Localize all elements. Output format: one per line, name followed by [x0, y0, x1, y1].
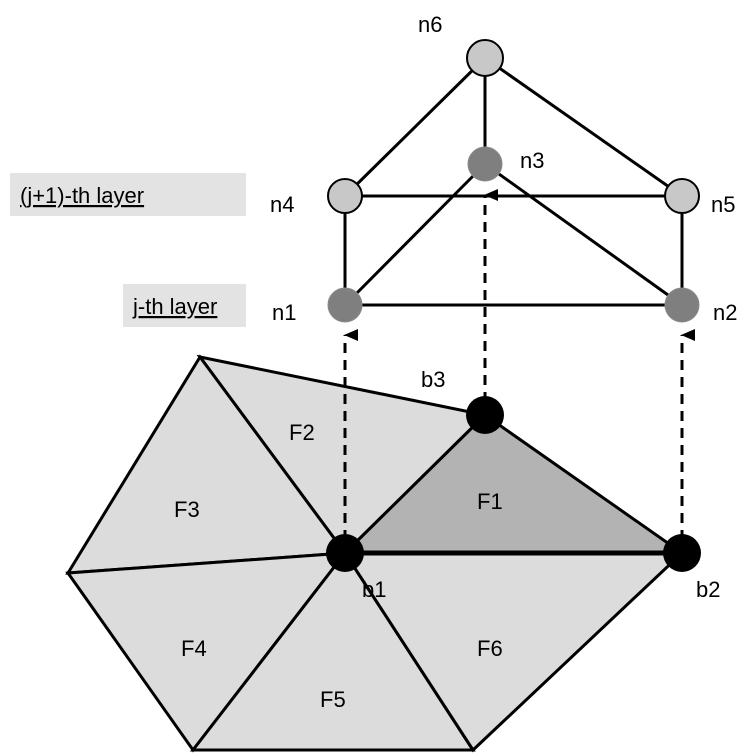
- label-f6: F6: [477, 636, 503, 661]
- face-labels: F1 F2 F3 F4 F5 F6: [174, 420, 503, 712]
- node-b3: [466, 396, 504, 434]
- node-b2: [663, 534, 701, 572]
- label-n6: n6: [418, 12, 442, 37]
- layer-labels: (j+1)-th layer j-th layer: [10, 173, 246, 327]
- label-n4: n4: [270, 192, 294, 217]
- edge-n2-n3: [484, 162, 683, 307]
- label-n1: n1: [272, 300, 296, 325]
- node-n3: [467, 146, 503, 182]
- label-n2: n2: [713, 300, 737, 325]
- edge-n4-n6: [343, 56, 487, 198]
- node-n5: [664, 178, 700, 214]
- label-f4: F4: [181, 636, 207, 661]
- label-n3: n3: [520, 148, 544, 173]
- label-b3: b3: [421, 367, 445, 392]
- label-f1: F1: [477, 489, 503, 514]
- node-labels: n6 n3 n4 n5 n1 n2 b3 b1 b2: [270, 12, 737, 602]
- lower-layer-label: j-th layer: [132, 294, 217, 319]
- node-n2: [664, 287, 700, 323]
- edge-n1-n3: [343, 162, 487, 307]
- edge-n5-n6: [484, 56, 683, 198]
- node-n6: [466, 39, 504, 77]
- base-nodes: [326, 396, 701, 572]
- projection-arrows: [343, 189, 695, 540]
- label-f2: F2: [289, 420, 315, 445]
- upper-layer-label: (j+1)-th layer: [20, 183, 144, 208]
- lower-layer-label-box: [123, 284, 246, 327]
- prism-edges: [343, 56, 684, 307]
- node-n4: [327, 178, 363, 214]
- upper-layer-label-box: [10, 173, 246, 216]
- triangle-mesh: [65, 354, 687, 753]
- label-f5: F5: [320, 687, 346, 712]
- node-b1: [326, 534, 364, 572]
- label-b2: b2: [696, 577, 720, 602]
- prism-nodes: [327, 39, 700, 323]
- label-b1: b1: [362, 577, 386, 602]
- label-f3: F3: [174, 497, 200, 522]
- node-n1: [327, 287, 363, 323]
- label-n5: n5: [711, 192, 735, 217]
